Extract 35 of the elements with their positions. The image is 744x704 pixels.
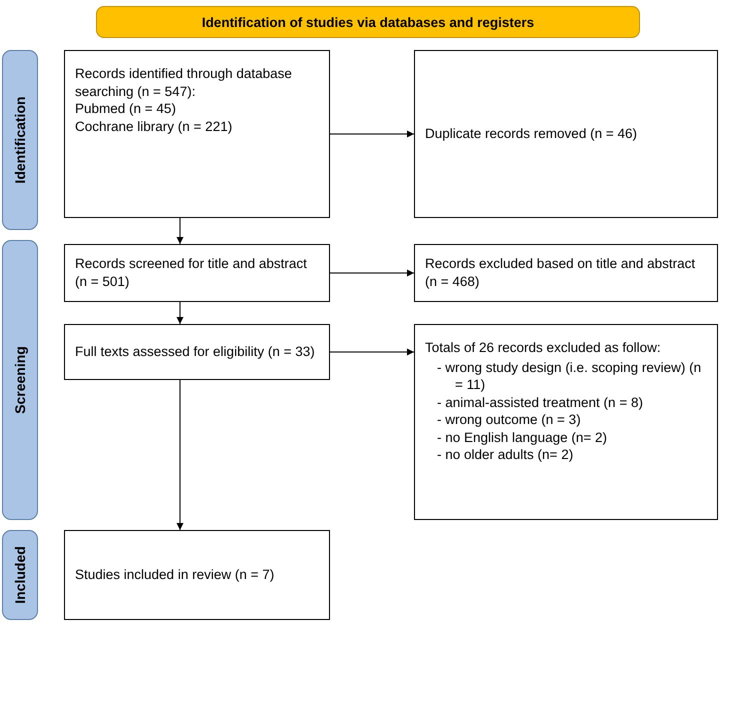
- box-text: Duplicate records removed (n = 46): [425, 125, 638, 143]
- box-text: Totals of 26 records excluded as follow:: [425, 339, 662, 357]
- process-box: [414, 244, 718, 302]
- box-text: Pubmed (n = 45): [75, 100, 177, 118]
- header-banner: [96, 6, 640, 38]
- box-text: Records excluded based on title and abstract (n = 468): [425, 255, 696, 291]
- stage-label-bar: [2, 240, 38, 520]
- box-text: Records identified through database searching (n = 547):: [75, 65, 293, 100]
- arrow: [176, 302, 184, 324]
- list-item: - animal-assisted treatment (n = 8): [436, 394, 644, 412]
- box-text: Records screened for title and abstract (n = 501): [75, 255, 308, 291]
- arrow: [330, 270, 414, 276]
- box-text: Cochrane library (n = 221): [75, 118, 234, 136]
- arrow: [330, 348, 414, 356]
- arrow: [176, 380, 184, 530]
- process-box: [64, 50, 330, 218]
- process-box: [414, 50, 718, 218]
- stage-label-bar: [2, 530, 38, 620]
- process-box: [64, 530, 330, 620]
- stage-label: Identification: [12, 96, 28, 184]
- process-box: [64, 244, 330, 302]
- arrow: [330, 130, 414, 138]
- header-text: Identification of studies via databases and registers: [202, 14, 534, 30]
- stage-label: Screening: [12, 346, 28, 414]
- stage-label: Included: [12, 546, 28, 604]
- process-box: [414, 324, 718, 520]
- list-item: - wrong outcome (n = 3): [436, 411, 582, 429]
- box-text: Full texts assessed for eligibility (n = 33): [75, 343, 316, 361]
- stage-label-bar: [2, 50, 38, 230]
- box-text: Studies included in review (n = 7): [75, 566, 276, 584]
- arrow: [176, 218, 184, 244]
- process-box: [64, 324, 330, 380]
- list-item: - no older adults (n= 2): [436, 446, 574, 464]
- list-item: - no English language (n= 2): [436, 428, 608, 446]
- list-item: - wrong study design (i.e. scoping review) (n = 11): [436, 358, 702, 394]
